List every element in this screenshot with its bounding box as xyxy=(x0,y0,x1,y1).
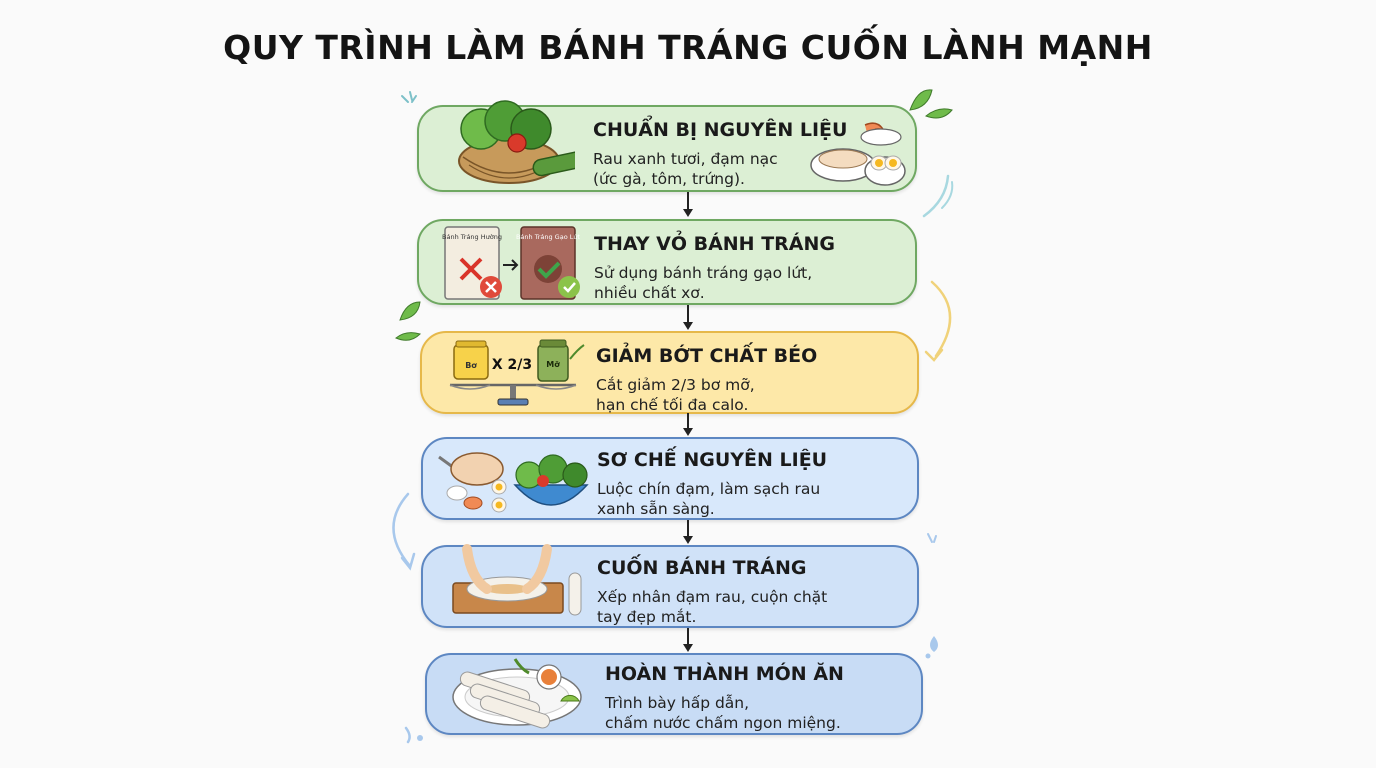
step-card-swap-rice-paper: Bánh Tráng Hường Bánh Tráng Gạo Lứt THAY… xyxy=(417,219,917,305)
sparkle-icon xyxy=(401,91,417,103)
step-desc-line: xanh sẵn sàng. xyxy=(597,500,715,518)
step-card-prepare-ingredients: CHUẨN BỊ NGUYÊN LIỆU Rau xanh tươi, đạm … xyxy=(417,100,917,192)
step-card-reduce-fat: Bơ X 2/3 Mỡ GIẢM BỚT CHẤT BÉO Cắt giảm 2… xyxy=(420,331,919,414)
down-arrow-icon xyxy=(683,305,693,330)
step-title: SƠ CHẾ NGUYÊN LIỆU xyxy=(597,449,828,471)
droplet-icon xyxy=(404,726,423,744)
step-title: CHUẨN BỊ NGUYÊN LIỆU xyxy=(593,119,848,141)
scale-ratio-label: X 2/3 xyxy=(492,357,532,373)
step-title: GIẢM BỚT CHẤT BÉO xyxy=(596,345,818,367)
down-arrow-icon xyxy=(683,628,693,652)
leaf-icon xyxy=(395,301,421,341)
hands-rolling-icon xyxy=(452,544,582,616)
shrimp-chicken-egg-bowls-icon xyxy=(810,122,906,186)
curved-arrow-icon xyxy=(922,174,954,218)
sparkle-icon xyxy=(927,533,937,543)
step-desc-line: (ức gà, tôm, trứng). xyxy=(593,170,745,188)
step-title: HOÀN THÀNH MÓN ĂN xyxy=(605,663,844,685)
step-card-prep-ingredients: SƠ CHẾ NGUYÊN LIỆU Luộc chín đạm, làm sạ… xyxy=(421,437,919,520)
chicken-knife-salad-bowl-icon xyxy=(438,452,589,513)
step-title: THAY VỎ BÁNH TRÁNG xyxy=(594,233,835,255)
oil-jar-label: Mỡ xyxy=(546,360,560,369)
scale-butter-oil-icon: Bơ X 2/3 Mỡ xyxy=(449,339,585,406)
step-card-finish-dish: HOÀN THÀNH MÓN ĂN Trình bày hấp dẫn, chấ… xyxy=(425,653,923,735)
step-desc-line: Xếp nhân đạm rau, cuộn chặt xyxy=(597,588,828,606)
old-pack-label: Bánh Tráng Hường xyxy=(442,233,502,241)
step-desc-line: chấm nước chấm ngon miệng. xyxy=(605,714,841,732)
step-desc-line: Trình bày hấp dẫn, xyxy=(605,694,750,712)
rice-paper-pack-swap-icon: Bánh Tráng Hường Bánh Tráng Gạo Lứt xyxy=(442,226,581,300)
step-desc-line: Sử dụng bánh tráng gạo lứt, xyxy=(594,264,813,282)
droplet-icon xyxy=(925,636,938,659)
butter-jar-label: Bơ xyxy=(465,361,477,370)
new-pack-label: Bánh Tráng Gạo Lứt xyxy=(516,233,581,241)
page-title: QUY TRÌNH LÀM BÁNH TRÁNG CUỐN LÀNH MẠNH xyxy=(223,28,1153,67)
step-desc-line: Luộc chín đạm, làm sạch rau xyxy=(597,480,821,498)
step-desc-line: hạn chế tối đa calo. xyxy=(596,396,749,414)
curved-arrow-icon xyxy=(392,492,416,571)
step-title: CUỐN BÁNH TRÁNG xyxy=(597,557,807,579)
leaf-icon xyxy=(909,89,953,119)
down-arrow-icon xyxy=(683,520,693,544)
spring-roll-plate-icon xyxy=(452,658,582,729)
step-desc-line: Cắt giảm 2/3 bơ mỡ, xyxy=(596,376,755,394)
step-desc-line: nhiều chất xơ. xyxy=(594,284,705,302)
vegetable-basket-icon xyxy=(458,100,575,184)
down-arrow-icon xyxy=(683,413,693,436)
step-desc-line: Rau xanh tươi, đạm nạc xyxy=(593,150,778,168)
step-card-roll-rice-paper: CUỐN BÁNH TRÁNG Xếp nhân đạm rau, cuộn c… xyxy=(421,544,919,628)
down-arrow-icon xyxy=(683,192,693,217)
step-desc-line: tay đẹp mắt. xyxy=(597,608,697,626)
curved-arrow-icon xyxy=(924,280,952,362)
